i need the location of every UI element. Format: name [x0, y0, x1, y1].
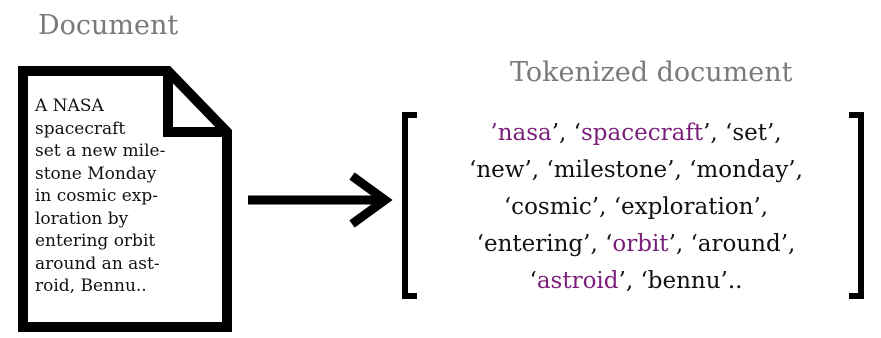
document-line: spacecraft [35, 118, 126, 139]
token-text: ‘entering’, ‘ [476, 231, 613, 257]
document-line: loration by [35, 208, 129, 229]
document-line: around an ast- [35, 253, 160, 274]
document-line: set a new mile- [35, 141, 166, 161]
document-line: roid, Bennu.. [35, 276, 147, 296]
highlighted-token: orbit [612, 231, 669, 257]
left-bracket-icon [402, 112, 417, 299]
token-text: ’, ‘set’, [703, 120, 782, 146]
highlighted-token: spacecraft [581, 120, 704, 146]
token-line: ‘entering’, ‘orbit’, ‘around’, [430, 226, 842, 263]
highlighted-token: astroid [536, 268, 619, 294]
document-line: entering orbit [35, 231, 156, 251]
token-text: ’, ‘bennu’.. [618, 268, 743, 294]
token-text: ‘cosmic’, ‘exploration’, [503, 194, 769, 220]
token-line: ‘astroid’, ‘bennu’.. [430, 263, 842, 300]
token-line: ’nasa’, ‘spacecraft’, ‘set’, [430, 115, 842, 152]
token-line: ‘cosmic’, ‘exploration’, [430, 189, 842, 226]
document-icon [18, 66, 232, 332]
token-text: ’, ‘ [551, 120, 581, 146]
token-text: ‘new’, ‘milestone’, ‘monday’, [469, 157, 803, 183]
document-line: in cosmic exp- [35, 186, 159, 206]
tokenized-title: Tokenized document [510, 57, 793, 88]
document-title: Document [38, 10, 179, 41]
document-line: A NASA [35, 96, 104, 116]
right-arrow-icon [248, 172, 393, 228]
highlighted-token: ’nasa [490, 120, 552, 146]
document-line: stone Monday [35, 163, 157, 184]
token-line: ‘new’, ‘milestone’, ‘monday’, [430, 152, 842, 189]
token-list: ’nasa’, ‘spacecraft’, ‘set’, ‘new’, ‘mile… [430, 115, 842, 300]
token-text: ‘ [529, 268, 537, 294]
right-bracket-icon [849, 112, 864, 299]
token-text: ’, ‘around’, [668, 231, 796, 257]
